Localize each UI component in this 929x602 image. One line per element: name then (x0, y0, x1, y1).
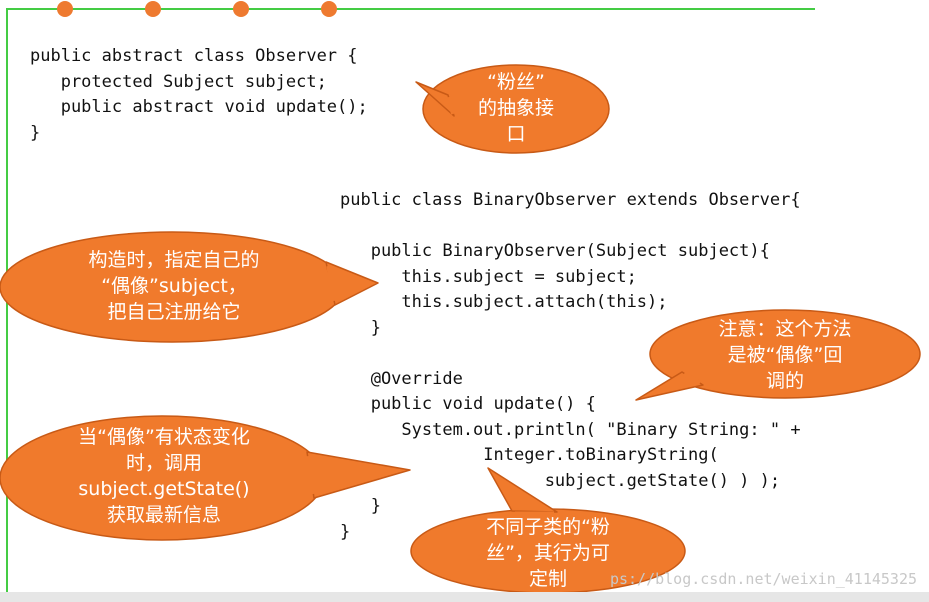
watermark-text: ps://blog.csdn.net/weixin_41145325 (609, 570, 917, 588)
callout-bubble-fan-interface (415, 64, 610, 154)
callout-bubble-constructor (0, 231, 379, 343)
binary-observer-class-code: public class BinaryObserver extends Obse… (340, 190, 801, 542)
decor-dot (233, 1, 249, 17)
decor-dot (321, 1, 337, 17)
callout-text-state-change: 当“偶像”有状态变化 时，调用 subject.getState() 获取最新信… (78, 426, 250, 526)
callout-bubble-callback (635, 309, 921, 401)
callout-text-customize: 不同子类的“粉 丝”，其行为可 定制 (486, 516, 610, 590)
callout-text-fan-interface: “粉丝” 的抽象接 口 (477, 71, 554, 145)
callout-text-callback: 注意：这个方法 是被“偶像”回 调的 (718, 318, 852, 392)
decor-dot (145, 1, 161, 17)
bottom-scrollbar-track (0, 592, 929, 602)
observer-class-code: public abstract class Observer { protect… (30, 46, 368, 143)
callout-bubble-state-change (0, 415, 411, 541)
callout-text-constructor: 构造时，指定自己的 “偶像”subject， 把自己注册给它 (88, 249, 260, 323)
decor-dot (57, 1, 73, 17)
